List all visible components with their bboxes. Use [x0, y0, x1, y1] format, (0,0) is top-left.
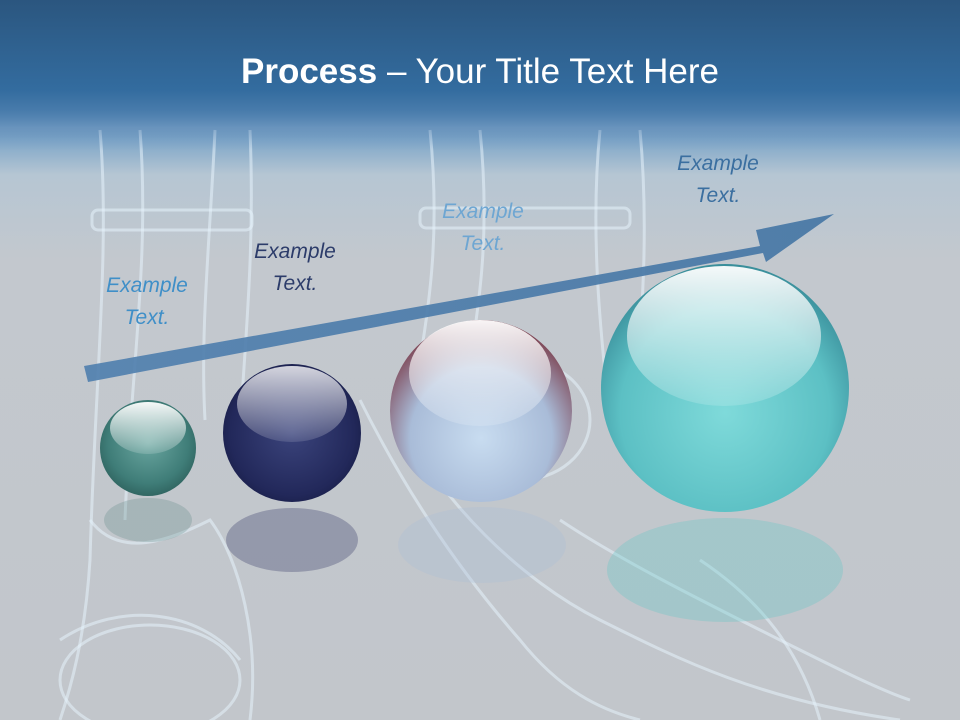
label-1: Example Text.: [106, 274, 188, 329]
sphere-2: [223, 364, 361, 502]
sphere-3: [390, 320, 572, 502]
sphere-1: [100, 400, 196, 496]
arrow-shape: [84, 214, 834, 382]
page-title: Process – Your Title Text Here: [0, 52, 960, 92]
sphere-4: [601, 264, 849, 512]
title-bold: Process: [241, 52, 378, 91]
header-band: [0, 0, 960, 150]
title-rest: – Your Title Text Here: [377, 52, 719, 91]
sphere-1-reflection: [104, 498, 192, 542]
sphere-2-reflection: [226, 508, 358, 572]
sphere-4-reflection: [607, 518, 843, 622]
label-2: Example Text.: [254, 240, 336, 295]
sphere-3-reflection: [398, 507, 566, 583]
label-3: Example Text.: [442, 200, 524, 255]
label-4: Example Text.: [677, 152, 759, 207]
